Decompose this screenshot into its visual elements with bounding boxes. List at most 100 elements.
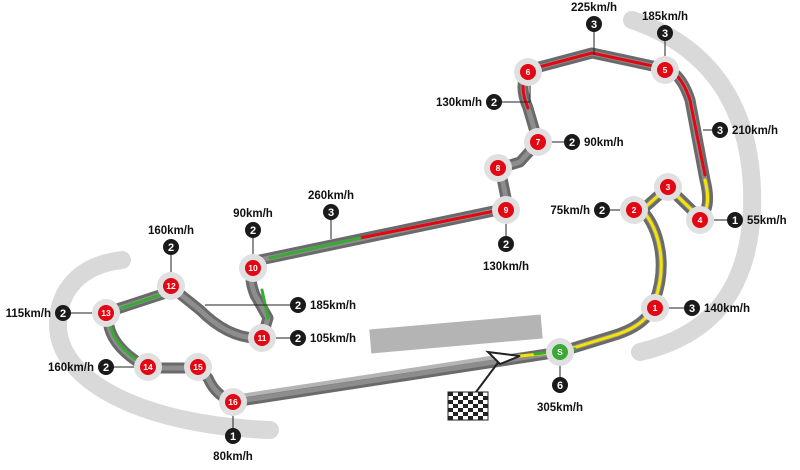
svg-text:3: 3 (328, 207, 334, 219)
svg-text:115km/h: 115km/h (6, 308, 51, 320)
svg-text:11: 11 (258, 333, 267, 343)
svg-text:210km/h: 210km/h (732, 125, 778, 137)
turn-marker-9: 9 (492, 196, 520, 224)
svg-text:75km/h: 75km/h (550, 205, 590, 217)
svg-text:2: 2 (503, 239, 509, 251)
turn-marker-1: 1 (641, 294, 669, 322)
svg-text:6: 6 (557, 380, 563, 392)
svg-text:130km/h: 130km/h (483, 261, 529, 273)
svg-text:225km/h: 225km/h (571, 2, 617, 14)
svg-text:2: 2 (168, 242, 174, 254)
callout-straight-12-11: 2 185km/h (290, 297, 356, 313)
turn-marker-7: 7 (524, 128, 552, 156)
svg-text:2: 2 (103, 362, 109, 374)
turn-marker-8: 8 (484, 154, 512, 182)
svg-text:9: 9 (504, 205, 509, 215)
svg-text:13: 13 (101, 308, 111, 318)
turn-marker-16: 16 (219, 388, 247, 416)
accel-zone-10 (268, 236, 362, 260)
turn-marker-11: 11 (248, 324, 276, 352)
svg-text:1: 1 (732, 215, 738, 227)
svg-text:2: 2 (60, 308, 66, 320)
svg-text:55km/h: 55km/h (747, 215, 787, 227)
svg-text:160km/h: 160km/h (48, 362, 94, 374)
callout-start: 6 305km/h (537, 377, 583, 414)
braking-zone-back (521, 51, 707, 177)
turn-marker-2: 2 (620, 196, 648, 224)
svg-text:10: 10 (248, 263, 258, 273)
turn-marker-10: 10 (239, 254, 267, 282)
callout-turn-7: 2 90km/h (564, 134, 624, 150)
callout-straight-9-10: 260km/h 3 (308, 190, 354, 220)
callout-turn-14: 2 160km/h (48, 359, 114, 375)
callout-turn-13: 2 115km/h (6, 305, 71, 321)
svg-text:2: 2 (599, 205, 605, 217)
gear-callouts: 3 140km/h 2 75km/h 1 55km/h 3 210km/h 18… (6, 2, 787, 463)
svg-text:2: 2 (632, 205, 637, 215)
svg-text:2: 2 (250, 225, 256, 237)
svg-text:3: 3 (591, 19, 597, 31)
svg-text:7: 7 (536, 137, 541, 147)
start-marker: S (546, 338, 574, 366)
svg-text:2: 2 (295, 300, 301, 312)
callout-turn-4: 1 55km/h (727, 212, 787, 228)
callout-turn-6: 225km/h 3 (571, 2, 617, 32)
callout-turn-10: 90km/h 2 (233, 208, 273, 238)
callout-straight-6-7: 2 130km/h (436, 94, 502, 110)
svg-text:160km/h: 160km/h (148, 225, 194, 237)
svg-text:130km/h: 130km/h (436, 97, 482, 109)
svg-text:2: 2 (295, 333, 301, 345)
callout-turn-12: 160km/h 2 (148, 225, 194, 255)
svg-text:140km/h: 140km/h (704, 303, 750, 315)
runoff-area-right (623, 11, 762, 361)
svg-text:1: 1 (653, 303, 658, 313)
svg-text:2: 2 (491, 97, 497, 109)
svg-text:S: S (557, 347, 563, 357)
turn-marker-6: 6 (514, 58, 542, 86)
braking-zone-9 (358, 208, 502, 240)
callout-turn-1: 3 140km/h (684, 300, 750, 316)
turn-marker-15: 15 (184, 353, 212, 381)
svg-text:3: 3 (662, 28, 668, 40)
svg-text:105km/h: 105km/h (310, 333, 356, 345)
svg-text:305km/h: 305km/h (537, 402, 583, 414)
svg-text:3: 3 (689, 303, 695, 315)
runoff-area-left (48, 251, 279, 439)
svg-text:185km/h: 185km/h (310, 300, 356, 312)
accel-zone-11 (260, 288, 270, 320)
svg-text:4: 4 (698, 215, 703, 225)
turn-marker-12: 12 (157, 272, 185, 300)
svg-text:80km/h: 80km/h (213, 451, 253, 463)
turn-marker-4: 4 (686, 206, 714, 234)
svg-text:6: 6 (526, 67, 531, 77)
callout-turn-11: 2 105km/h (290, 330, 356, 346)
callout-turn-16: 1 80km/h (213, 428, 253, 463)
svg-text:14: 14 (143, 362, 153, 372)
svg-text:3: 3 (666, 182, 671, 192)
svg-text:90km/h: 90km/h (233, 208, 273, 220)
svg-text:260km/h: 260km/h (308, 190, 354, 202)
turn-marker-14: 14 (134, 353, 162, 381)
turn-markers: 1 2 3 4 5 6 7 8 9 10 11 12 13 14 15 16 S (92, 56, 714, 416)
svg-text:90km/h: 90km/h (584, 137, 624, 149)
turn-marker-3: 3 (654, 173, 682, 201)
svg-text:5: 5 (663, 65, 668, 75)
svg-text:2: 2 (569, 137, 575, 149)
svg-text:15: 15 (193, 362, 203, 372)
turn-marker-5: 5 (651, 56, 679, 84)
svg-text:1: 1 (230, 431, 236, 443)
svg-text:185km/h: 185km/h (642, 11, 688, 23)
callout-straight-5-4: 3 210km/h (712, 122, 778, 138)
svg-text:12: 12 (166, 281, 176, 291)
callout-turn-9: 2 130km/h (483, 236, 529, 273)
callout-turn-5: 185km/h 3 (642, 11, 688, 41)
turn-marker-13: 13 (92, 299, 120, 327)
pit-building (369, 314, 543, 354)
svg-text:8: 8 (496, 163, 501, 173)
checkered-flag (447, 350, 521, 421)
callout-turn-2: 2 75km/h (550, 202, 610, 218)
svg-text:3: 3 (717, 125, 723, 137)
svg-text:16: 16 (228, 397, 238, 407)
